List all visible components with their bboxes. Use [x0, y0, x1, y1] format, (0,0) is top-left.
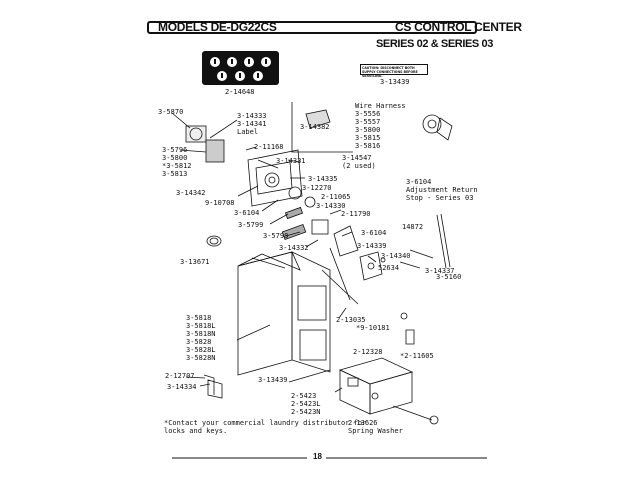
part-label: *2-11605 — [400, 352, 434, 360]
part-label: 3-14339 — [357, 242, 387, 250]
part-label: 14872 — [402, 223, 424, 231]
page-number: 18 — [313, 452, 322, 461]
part-label: 3-5799 — [238, 221, 264, 229]
part-label: 52634 — [378, 264, 400, 272]
part-label: 3-14335 — [308, 175, 338, 183]
part-label: 3-5160 — [436, 273, 462, 281]
key-icon — [261, 57, 271, 67]
part-label: 3-14334 — [167, 383, 197, 391]
model-title: MODELS DE-DG22CS — [158, 20, 277, 34]
part-label: 3-5798 — [263, 232, 289, 240]
part-label: 3-13439 — [258, 376, 288, 384]
part-label: 2-12328 — [353, 348, 383, 356]
part-label: 3-5818 3-5818L 3-5818N 3-5828 3-5828L 3-… — [186, 314, 216, 362]
part-label: 3-6104 — [361, 229, 387, 237]
part-label: 3-14547 (2 used) — [342, 154, 376, 170]
keypad-panel — [202, 51, 279, 85]
key-icon — [253, 71, 263, 81]
part-label: 2-11065 — [321, 193, 351, 201]
part-label: 3-5796 3-5800 *3-5812 3-5813 — [162, 146, 192, 178]
part-label: 3-14331 — [276, 157, 306, 165]
key-icon — [244, 57, 254, 67]
distributor-note: *Contact your commercial laundry distrib… — [164, 419, 367, 435]
key-icon — [217, 71, 227, 81]
key-icon — [227, 57, 237, 67]
caution-label: CAUTION: DISCONNECT BOTH SUPPLY CONNECTI… — [360, 64, 428, 78]
part-label: 3-14337 — [425, 267, 455, 275]
part-label: 3-6104 — [234, 209, 260, 217]
part-label: 2-11168 — [254, 143, 284, 151]
series-subtitle: SERIES 02 & SERIES 03 — [376, 38, 493, 50]
spring-washer-label: 2-13626 Spring Washer — [348, 419, 403, 435]
key-icon — [210, 57, 220, 67]
header-frame — [147, 21, 477, 34]
part-label: 2-5423 2-5423L 2-5423N — [291, 392, 321, 416]
caution-part-label: 3-13439 — [380, 78, 410, 86]
part-label: *9-10181 — [356, 324, 390, 332]
part-label: 3-14340 — [381, 252, 411, 260]
part-label: 3-12270 — [302, 184, 332, 192]
adjustment-stop-label: 3-6104 Adjustment Return Stop - Series 0… — [406, 178, 478, 202]
section-title: CS CONTROL CENTER — [395, 20, 522, 34]
wire-harness-label: Wire Harness 3-5556 3-5557 3-5800 3-5815… — [355, 102, 406, 150]
part-label: 3-14382 — [300, 123, 330, 131]
part-label: 2-11790 — [341, 210, 371, 218]
part-label: 3-14332 — [279, 244, 309, 252]
keypad-part-label: 2-14648 — [225, 88, 255, 96]
part-label: 2-13035 — [336, 316, 366, 324]
part-label: 3-14342 — [176, 189, 206, 197]
part-label: 2-12707 — [165, 372, 195, 380]
part-label: 3-14330 — [316, 202, 346, 210]
part-label: 3-5870 — [158, 108, 184, 116]
part-label: 3-14333 3-14341 Label — [237, 112, 267, 136]
key-icon — [235, 71, 245, 81]
part-label: 3-13671 — [180, 258, 210, 266]
part-label: 9-10708 — [205, 199, 235, 207]
